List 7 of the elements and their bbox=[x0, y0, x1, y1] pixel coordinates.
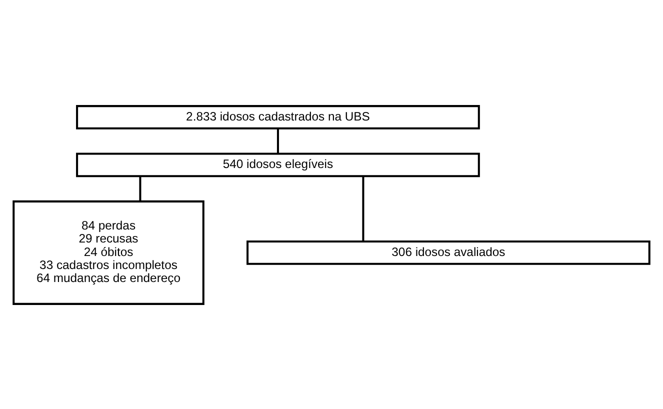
node-box: 540 idosos elegíveis bbox=[76, 152, 480, 177]
connector bbox=[362, 176, 364, 241]
node-box: 306 idosos avaliados bbox=[246, 240, 650, 264]
node-box: 84 perdas 29 recusas 24 óbitos 33 cadastros incompletos 64 mudanças de endereço bbox=[12, 200, 204, 304]
connector bbox=[276, 128, 279, 153]
node-box: 2.833 idosos cadastrados na UBS bbox=[76, 104, 480, 129]
connector bbox=[139, 176, 142, 201]
